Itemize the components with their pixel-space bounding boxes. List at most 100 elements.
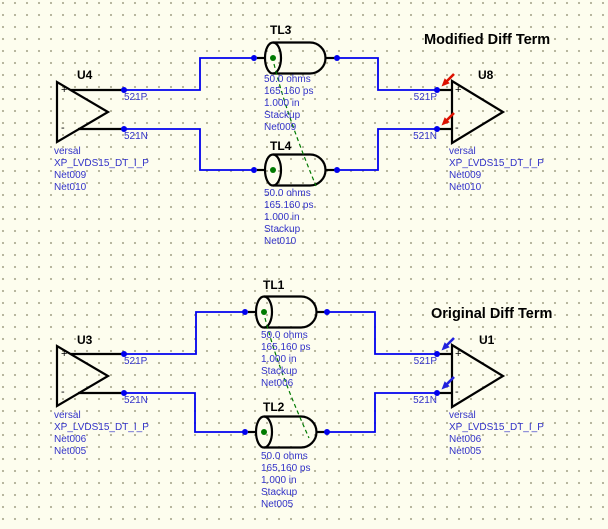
tl-length-label: 1.000 in bbox=[261, 354, 297, 365]
probe-arrowhead-icon bbox=[441, 78, 450, 87]
u1-pin-n-label: 521N bbox=[413, 395, 437, 406]
wires-u3-to-tlines[interactable] bbox=[124, 311, 245, 433]
u8-pin-n-label: 521N bbox=[413, 131, 437, 142]
probe-arrows-u8[interactable] bbox=[441, 73, 455, 126]
probe-arrow-icon bbox=[446, 73, 455, 82]
probe-arrow-icon bbox=[446, 112, 455, 121]
probe-arrowhead-icon bbox=[441, 117, 450, 126]
u3-info-block: versal XP_LVDS15_DT_I_P Net006 Net005 bbox=[54, 410, 149, 458]
tl1-node-dot bbox=[261, 309, 267, 315]
wire-net005-right[interactable] bbox=[327, 392, 437, 433]
probe-arrow-icon bbox=[446, 376, 455, 385]
junction-dots-bottom[interactable] bbox=[121, 309, 440, 435]
coupling-line-tl1-tl2[interactable] bbox=[264, 317, 310, 439]
wire-net009-right[interactable] bbox=[337, 57, 437, 91]
u1-pin-p-label: 521P bbox=[413, 356, 437, 367]
driver-triangle[interactable] bbox=[55, 80, 111, 144]
tl-delay-label: 165.160 ps bbox=[264, 86, 314, 97]
receiver-u1-symbol[interactable] bbox=[437, 343, 506, 409]
net-label: Net005 bbox=[54, 446, 87, 457]
tline-tl1-symbol[interactable] bbox=[248, 295, 327, 329]
receiver-triangle[interactable] bbox=[450, 343, 506, 409]
part-name-label: XP_LVDS15_DT_I_P bbox=[54, 422, 149, 433]
tl3-params-block: 50.0 ohms 165.160 ps 1.000 in Stackup Ne… bbox=[264, 74, 314, 134]
net-label: Net005 bbox=[449, 446, 482, 457]
u4-plus-sign: + bbox=[61, 84, 68, 96]
wire-net009-left[interactable] bbox=[124, 57, 254, 91]
tl-impedance-label: 50.0 ohms bbox=[264, 74, 311, 85]
net-label: Net009 bbox=[449, 170, 482, 181]
probe-arrow-icon bbox=[446, 337, 455, 346]
driver-u4-symbol[interactable] bbox=[55, 80, 124, 144]
wire-net006-left[interactable] bbox=[124, 311, 245, 355]
u3-pin-p-label: 521P bbox=[124, 356, 148, 367]
part-model-label: versal bbox=[54, 146, 81, 157]
net-label: Net010 bbox=[264, 236, 297, 247]
u1-info-block: versal XP_LVDS15_DT_I_P Net006 Net005 bbox=[449, 410, 544, 458]
junction-dots-top[interactable] bbox=[121, 55, 440, 173]
tl-delay-label: 165.160 ps bbox=[261, 463, 311, 474]
net-label: Net006 bbox=[54, 434, 87, 445]
u1-ref-label: U1 bbox=[479, 333, 495, 347]
u4-ref-label: U4 bbox=[77, 68, 93, 82]
part-name-label: XP_LVDS15_DT_I_P bbox=[449, 158, 544, 169]
net-label: Net010 bbox=[54, 182, 87, 193]
tline-tl3-symbol[interactable] bbox=[257, 41, 337, 75]
wires-tlines-to-u1[interactable] bbox=[327, 311, 437, 433]
u1-minus-sign: - bbox=[455, 386, 459, 398]
tl4-params-block: 50.0 ohms 165.160 ps 1.000 in Stackup Ne… bbox=[264, 188, 314, 248]
wire-net005-left[interactable] bbox=[124, 392, 245, 433]
tl-delay-label: 165.160 ps bbox=[264, 200, 314, 211]
tline-tl4-symbol[interactable] bbox=[257, 153, 337, 187]
wire-net006-right[interactable] bbox=[327, 311, 437, 355]
driver-u3-symbol[interactable] bbox=[55, 344, 124, 408]
driver-triangle[interactable] bbox=[55, 344, 111, 408]
net-label: Net005 bbox=[261, 499, 294, 510]
tl-stackup-label: Stackup bbox=[264, 110, 301, 121]
receiver-u8-symbol[interactable] bbox=[437, 79, 506, 145]
tl-length-label: 1.000 in bbox=[264, 98, 300, 109]
tl4-ref-label: TL4 bbox=[270, 139, 292, 153]
tl-stackup-label: Stackup bbox=[261, 366, 298, 377]
tl-stackup-label: Stackup bbox=[264, 224, 301, 235]
tl2-node-dot bbox=[261, 429, 267, 435]
tl-delay-label: 165.160 ps bbox=[261, 342, 311, 353]
net-label: Net006 bbox=[449, 434, 482, 445]
u1-plus-sign: + bbox=[455, 348, 462, 360]
net-label: Net006 bbox=[261, 378, 294, 389]
tl3-node-dot bbox=[270, 55, 276, 61]
u3-plus-sign: + bbox=[61, 348, 68, 360]
part-model-label: versal bbox=[54, 410, 81, 421]
u3-minus-sign: - bbox=[61, 386, 65, 398]
u4-pin-p-label: 521P bbox=[124, 92, 148, 103]
tl1-params-block: 50.0 ohms 165.160 ps 1.000 in Stackup Ne… bbox=[261, 330, 311, 390]
part-model-label: versal bbox=[449, 146, 476, 157]
receiver-triangle[interactable] bbox=[450, 79, 506, 145]
net-label: Net009 bbox=[264, 122, 297, 133]
net-label: Net010 bbox=[449, 182, 482, 193]
u4-pin-n-label: 521N bbox=[124, 131, 148, 142]
part-name-label: XP_LVDS15_DT_I_P bbox=[54, 158, 149, 169]
wires-u4-to-tlines[interactable] bbox=[124, 57, 254, 171]
u8-ref-label: U8 bbox=[478, 68, 494, 82]
tl1-ref-label: TL1 bbox=[263, 278, 285, 292]
net-label: Net009 bbox=[54, 170, 87, 181]
tl3-ref-label: TL3 bbox=[270, 23, 292, 37]
probe-arrowhead-icon bbox=[441, 342, 450, 351]
part-model-label: versal bbox=[449, 410, 476, 421]
tl-impedance-label: 50.0 ohms bbox=[261, 451, 308, 462]
u8-info-block: versal XP_LVDS15_DT_I_P Net009 Net010 bbox=[449, 146, 544, 194]
tl-impedance-label: 50.0 ohms bbox=[264, 188, 311, 199]
wires-tlines-to-u8[interactable] bbox=[337, 57, 437, 171]
tl-length-label: 1.000 in bbox=[261, 475, 297, 486]
tl-stackup-label: Stackup bbox=[261, 487, 298, 498]
wire-net010-right[interactable] bbox=[337, 128, 437, 171]
u4-info-block: versal XP_LVDS15_DT_I_P Net009 Net010 bbox=[54, 146, 149, 194]
wire-net010-left[interactable] bbox=[124, 128, 254, 171]
u8-plus-sign: + bbox=[455, 84, 462, 96]
probe-arrows-u1[interactable] bbox=[441, 337, 455, 390]
tl4-node-dot bbox=[270, 167, 276, 173]
tline-tl2-symbol[interactable] bbox=[248, 415, 327, 449]
coupling-line-tl3-tl4[interactable] bbox=[273, 63, 317, 187]
